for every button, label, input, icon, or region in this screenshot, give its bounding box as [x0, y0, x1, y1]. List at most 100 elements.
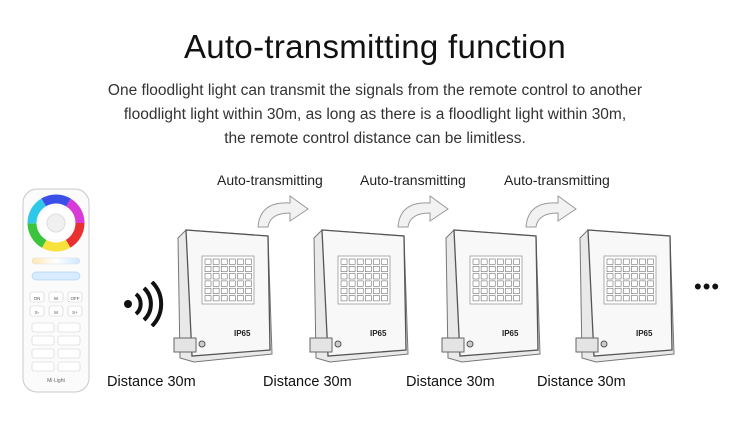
description-line-2: floodlight light within 30m, as long as … [123, 106, 627, 123]
led-chip [229, 273, 236, 280]
wireless-signal-icon [124, 281, 164, 327]
led-chip [340, 258, 348, 265]
floodlight-3: IP65 [441, 229, 541, 363]
led-chip [356, 280, 364, 287]
led-chip [365, 287, 372, 294]
distance-label-1: Distance 30m [107, 374, 196, 390]
led-chip [373, 273, 380, 280]
led-chip [245, 273, 252, 280]
led-chip [472, 280, 480, 287]
led-chip [505, 295, 512, 302]
description-line-3: the remote control distance can be limit… [224, 130, 526, 147]
led-chip [622, 295, 630, 302]
led-chip [647, 280, 654, 287]
led-chip [229, 295, 236, 302]
led-chip [606, 258, 614, 265]
led-chip [373, 287, 380, 294]
led-chip [647, 287, 654, 294]
led-chip [472, 258, 480, 265]
ip65-label: IP65 [502, 329, 519, 338]
led-chip [488, 258, 496, 265]
auto-transmitting-label-1: Auto-transmitting [217, 172, 323, 188]
led-chip [480, 280, 488, 287]
led-chip [365, 266, 372, 272]
led-chip [639, 287, 646, 294]
led-chip [373, 258, 380, 265]
led-chip [237, 280, 244, 287]
floodlight-4: IP65 [575, 229, 675, 363]
led-chip [229, 266, 236, 272]
led-chip [614, 273, 622, 280]
distance-label-3: Distance 30m [406, 374, 495, 390]
led-chip [639, 258, 646, 265]
led-chip [348, 287, 356, 294]
led-chip [373, 266, 380, 272]
led-chip [365, 280, 372, 287]
remote-button-off: OFF [71, 296, 80, 301]
ip65-label: IP65 [636, 329, 653, 338]
led-chip [488, 266, 496, 272]
led-chip [647, 273, 654, 280]
led-chip [356, 258, 364, 265]
led-chip [513, 266, 520, 272]
led-chip [647, 266, 654, 272]
remote-control: ON W OFF S- M S+ Mi·Light [22, 188, 90, 393]
led-chip [497, 273, 504, 280]
floodlight-1: IP65 [173, 229, 273, 363]
more-indicator: ••• [694, 274, 721, 299]
led-chip [237, 258, 244, 265]
remote-brand-logo: Mi·Light [47, 378, 65, 384]
led-chip [631, 287, 638, 294]
led-chip [488, 273, 496, 280]
led-chip [237, 295, 244, 302]
led-chip [204, 266, 212, 272]
led-chip [204, 295, 212, 302]
led-chip [472, 266, 480, 272]
led-chip [348, 266, 356, 272]
led-chip [622, 280, 630, 287]
led-chip [606, 266, 614, 272]
led-chip [639, 280, 646, 287]
led-chip [356, 273, 364, 280]
led-chip [622, 287, 630, 294]
led-chip [614, 266, 622, 272]
led-chip [373, 295, 380, 302]
led-chip [505, 287, 512, 294]
led-chip [204, 280, 212, 287]
led-chip [505, 273, 512, 280]
led-chip [497, 287, 504, 294]
auto-transmitting-label-2: Auto-transmitting [360, 172, 466, 188]
led-chip [220, 295, 228, 302]
led-chip [220, 258, 228, 265]
auto-transmitting-label-3: Auto-transmitting [504, 172, 610, 188]
led-chip [614, 280, 622, 287]
led-chip [381, 258, 388, 265]
led-chip [639, 295, 646, 302]
led-chip [513, 287, 520, 294]
description-line-1: One floodlight light can transmit the si… [107, 82, 643, 99]
led-chip [340, 295, 348, 302]
led-chip [631, 266, 638, 272]
led-chip [614, 287, 622, 294]
led-chip [245, 266, 252, 272]
led-chip [631, 295, 638, 302]
led-chip [381, 273, 388, 280]
led-chip [220, 266, 228, 272]
transmit-arrow-icon [525, 195, 577, 228]
led-chip [229, 280, 236, 287]
led-chip [212, 287, 220, 294]
led-chip [488, 280, 496, 287]
led-chip [480, 295, 488, 302]
led-chip [340, 273, 348, 280]
led-chip [381, 295, 388, 302]
led-chip [220, 280, 228, 287]
led-chip [220, 287, 228, 294]
led-chip [505, 258, 512, 265]
led-chip [381, 280, 388, 287]
led-chip [639, 266, 646, 272]
led-chip [631, 258, 638, 265]
remote-button-s-minus: S- [35, 310, 40, 315]
led-chip [480, 287, 488, 294]
led-chip [513, 273, 520, 280]
remote-button-w: W [54, 296, 59, 301]
